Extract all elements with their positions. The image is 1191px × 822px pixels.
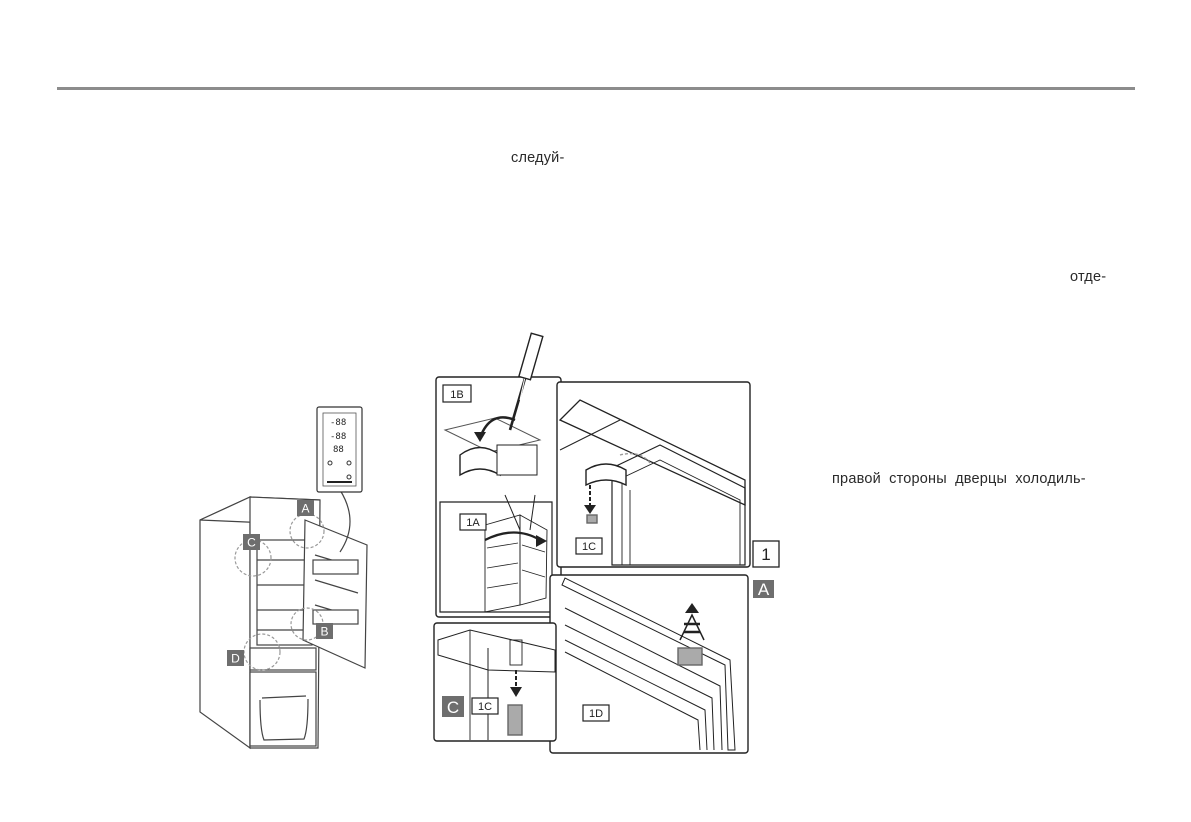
fridge-overview [199, 489, 368, 750]
tag-d: D [231, 652, 240, 666]
tag-c: C [247, 536, 256, 550]
label-1d: 1D [589, 708, 603, 720]
display-row-1: -88 [330, 418, 346, 428]
panel-top-hinge-labels: 1C 1 A [575, 537, 780, 599]
text-fragment-right-side-door: правой стороны дверцы холодиль- [832, 471, 1086, 487]
panel-door-corner [549, 574, 749, 754]
header-rule [57, 87, 1135, 90]
overview-tags: A C B D [227, 500, 333, 666]
figure-number-1: 1 [761, 545, 770, 564]
label-1a: 1A [466, 517, 480, 529]
tag-c-panel: C [447, 698, 459, 717]
tag-b: B [320, 625, 328, 639]
display-row-2: -88 [330, 432, 346, 442]
label-1c: 1C [582, 541, 596, 553]
panel-c-labels: C 1C [442, 696, 499, 717]
panel-c-corner [433, 622, 557, 742]
panel-step-1b-labels: 1B 1A [442, 384, 487, 531]
tag-a-panel: A [758, 580, 770, 599]
panel-step-1b-1a [435, 332, 562, 618]
panel-top-hinge [556, 381, 751, 568]
display-row-3: 88 [333, 445, 344, 455]
panel-door-corner-labels: 1D [582, 704, 610, 722]
tag-a: A [301, 502, 309, 516]
control-display-panel: -88 -88 88 [316, 406, 363, 493]
label-1b: 1B [450, 389, 463, 401]
label-1c-lower: 1C [478, 701, 492, 713]
text-fragment-compartment: отде- [1070, 269, 1107, 285]
text-fragment-follow: следуй- [511, 150, 565, 166]
